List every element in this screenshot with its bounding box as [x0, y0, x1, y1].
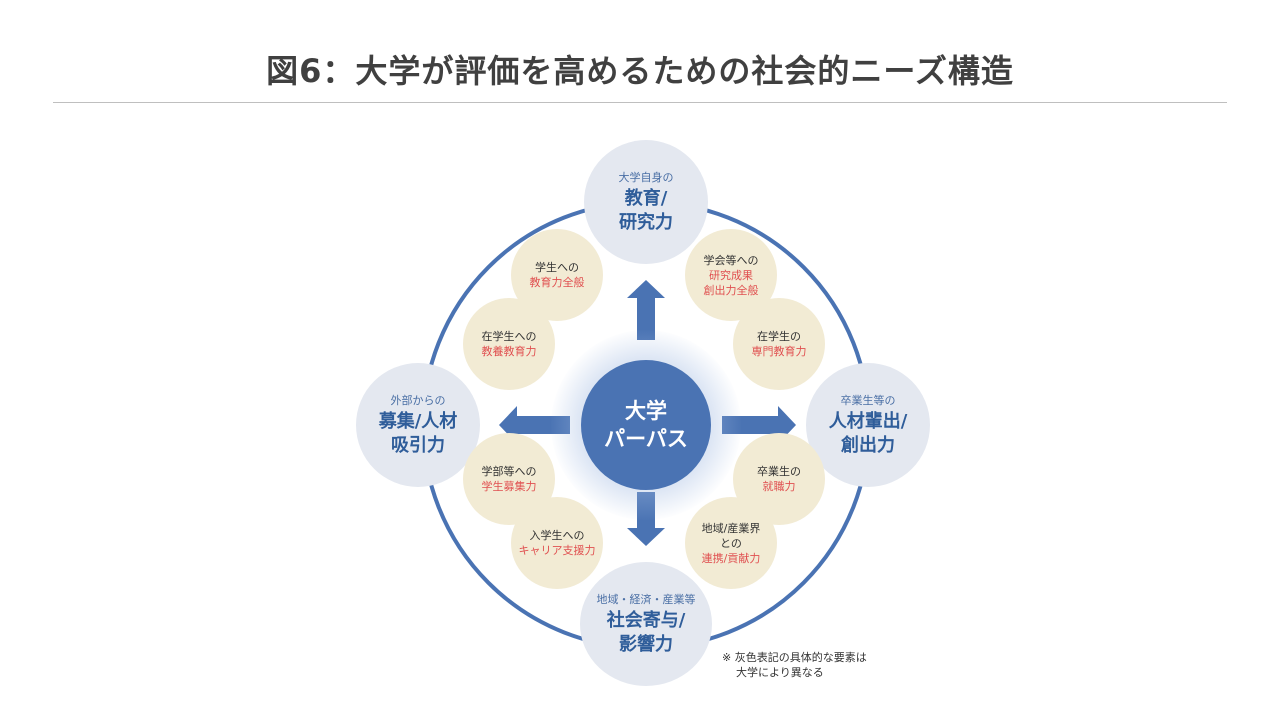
center-line1: 大学 — [625, 399, 667, 423]
page-title: 図6：大学が評価を高めるための社会的ニーズ構造 — [266, 52, 1014, 90]
arrow-right — [722, 406, 796, 444]
footnote: ※ 灰色表記の具体的な要素は 大学により異なる — [722, 650, 867, 680]
bubble-label: 地域/産業界 — [701, 521, 761, 535]
title-divider — [53, 102, 1227, 103]
bubble-value: 連携/貢献力 — [701, 551, 761, 565]
bubble-label: 卒業生の — [757, 465, 801, 478]
center-line2: パーパス — [604, 427, 688, 451]
bubble-value: 教養教育力 — [481, 345, 537, 358]
bubble-career-support: 入学生への キャリア支援力 — [511, 497, 603, 589]
footnote-line2: 大学により異なる — [736, 666, 824, 679]
bubble-value: 就職力 — [762, 480, 796, 493]
node-left-line1: 募集/人材 — [378, 411, 458, 432]
bubble-label: 在学生の — [757, 330, 801, 343]
node-talent-output: 卒業生等の 人材輩出/ 創出力 — [806, 363, 930, 487]
node-right-sub: 卒業生等の — [840, 394, 896, 407]
node-top-line2: 研究力 — [619, 212, 673, 233]
center-university-purpose: 大学 パーパス — [581, 360, 711, 490]
bubble-value: 創出力全般 — [703, 283, 759, 297]
bubble-industry-collaboration: 地域/産業界 との 連携/貢献力 — [685, 497, 777, 589]
bubble-label: 学部等への — [481, 465, 537, 478]
bubble-value: 専門教育力 — [751, 345, 807, 358]
node-bottom-line2: 影響力 — [619, 634, 673, 655]
bubble-value: 学生募集力 — [481, 480, 537, 493]
bubble-label: 学会等への — [703, 253, 759, 267]
bubble-label: 在学生への — [481, 330, 537, 343]
arrow-up — [627, 280, 665, 340]
node-right-line2: 創出力 — [841, 435, 895, 456]
node-education-research: 大学自身の 教育/ 研究力 — [584, 140, 708, 264]
node-right-line1: 人材輩出/ — [828, 411, 908, 432]
bubble-value: 研究成果 — [709, 268, 753, 282]
bubble-value: 教育力全般 — [529, 276, 585, 289]
node-top-line1: 教育/ — [624, 188, 668, 209]
footnote-line1: ※ 灰色表記の具体的な要素は — [722, 651, 867, 664]
node-top-sub: 大学自身の — [618, 171, 674, 184]
bubble-liberal-arts: 在学生への 教養教育力 — [463, 298, 555, 390]
node-recruitment-attraction: 外部からの 募集/人材 吸引力 — [356, 363, 480, 487]
node-social-contribution: 地域・経済・産業等 社会寄与/ 影響力 — [580, 562, 712, 686]
bubble-value: キャリア支援力 — [518, 544, 596, 557]
bubble-specialized-education: 在学生の 専門教育力 — [733, 298, 825, 390]
bubble-label: との — [720, 536, 742, 550]
node-bottom-line1: 社会寄与/ — [606, 610, 686, 631]
node-left-sub: 外部からの — [390, 394, 446, 407]
bubble-label: 入学生への — [529, 529, 585, 542]
node-bottom-sub: 地域・経済・産業等 — [596, 593, 696, 606]
bubble-label: 学生への — [535, 261, 579, 274]
node-left-line2: 吸引力 — [391, 435, 445, 456]
